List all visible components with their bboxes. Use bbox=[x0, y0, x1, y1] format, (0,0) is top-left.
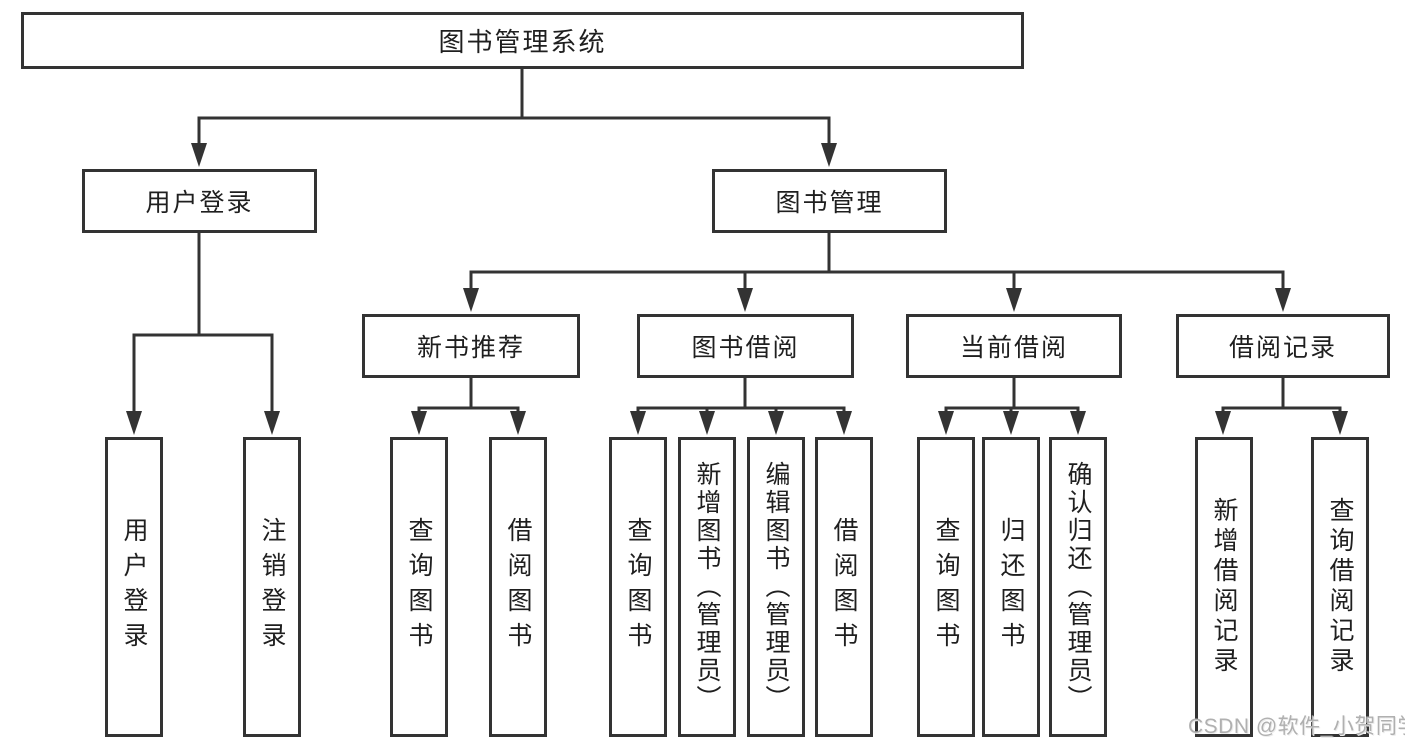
node-br-add-record: 新增借阅记录 bbox=[1195, 437, 1253, 737]
node-label: 图书管理系统 bbox=[438, 27, 607, 57]
node-label: 借阅记录 bbox=[1228, 334, 1337, 362]
arrow-icon bbox=[463, 288, 479, 312]
node-label: 借阅图书 bbox=[504, 517, 532, 657]
node-label: 查询图书 bbox=[932, 517, 960, 657]
node-label: 当前借阅 bbox=[959, 334, 1068, 362]
arrow-icon bbox=[191, 143, 207, 167]
node-label: 新书推荐 bbox=[416, 334, 525, 362]
connector-borrow-records-split bbox=[1221, 378, 1342, 414]
arrow-icon bbox=[821, 143, 837, 167]
node-label: 新增图书（管理员） bbox=[693, 461, 721, 713]
connector-book-borrow-split bbox=[636, 378, 846, 414]
connector-root-to-level2 bbox=[197, 69, 831, 145]
node-cb-return-books: 归还图书 bbox=[982, 437, 1040, 737]
node-borrow-records: 借阅记录 bbox=[1176, 314, 1390, 378]
node-label: 新增借阅记录 bbox=[1210, 497, 1238, 677]
node-book-borrow: 图书借阅 bbox=[637, 314, 854, 378]
connector-current-borrow-split bbox=[944, 378, 1080, 414]
node-label: 用户登录 bbox=[145, 189, 254, 217]
arrow-icon bbox=[768, 411, 784, 435]
arrow-icon bbox=[264, 411, 280, 435]
node-label: 用户登录 bbox=[120, 517, 148, 657]
arrow-icon bbox=[1003, 411, 1019, 435]
arrow-icon bbox=[1006, 288, 1022, 312]
node-label: 编辑图书（管理员） bbox=[762, 461, 790, 713]
arrow-icon bbox=[699, 411, 715, 435]
node-bb-borrow-books: 借阅图书 bbox=[815, 437, 873, 737]
connector-user-login-split bbox=[132, 233, 274, 413]
arrow-icon bbox=[1070, 411, 1086, 435]
node-label: 查询图书 bbox=[624, 517, 652, 657]
arrow-icon bbox=[510, 411, 526, 435]
node-cb-query-books: 查询图书 bbox=[917, 437, 975, 737]
node-bb-add-books: 新增图书（管理员） bbox=[678, 437, 736, 737]
node-label: 查询图书 bbox=[405, 517, 433, 657]
node-new-books: 新书推荐 bbox=[362, 314, 580, 378]
arrow-icon bbox=[938, 411, 954, 435]
arrow-icon bbox=[1275, 288, 1291, 312]
node-label: 图书管理 bbox=[775, 189, 884, 217]
arrow-icon bbox=[126, 411, 142, 435]
node-label: 确认归还（管理员） bbox=[1064, 461, 1092, 713]
node-book-mgmt: 图书管理 bbox=[712, 169, 947, 233]
node-label: 借阅图书 bbox=[830, 517, 858, 657]
arrow-icon bbox=[411, 411, 427, 435]
arrow-icon bbox=[836, 411, 852, 435]
node-label: 图书借阅 bbox=[691, 334, 800, 362]
node-bb-query-books: 查询图书 bbox=[609, 437, 667, 737]
node-cb-confirm-return: 确认归还（管理员） bbox=[1049, 437, 1107, 737]
node-nb-borrow-books: 借阅图书 bbox=[489, 437, 547, 737]
node-nb-query-books: 查询图书 bbox=[390, 437, 448, 737]
arrow-icon bbox=[1332, 411, 1348, 435]
node-user-login: 用户登录 bbox=[82, 169, 317, 233]
node-bb-edit-books: 编辑图书（管理员） bbox=[747, 437, 805, 737]
node-root: 图书管理系统 bbox=[21, 12, 1024, 69]
arrow-icon bbox=[737, 288, 753, 312]
arrowheads bbox=[126, 143, 1348, 435]
node-br-query-record: 查询借阅记录 bbox=[1311, 437, 1369, 737]
connector-book-mgmt-split bbox=[469, 233, 1285, 290]
csdn-watermark: CSDN @软件_小贺同学 bbox=[1188, 715, 1405, 738]
node-leaf-user-login: 用户登录 bbox=[105, 437, 163, 737]
connector-new-books-split bbox=[417, 378, 520, 414]
node-label: 归还图书 bbox=[997, 517, 1025, 657]
arrow-icon bbox=[1215, 411, 1231, 435]
node-label: 注销登录 bbox=[258, 517, 286, 657]
node-current-borrow: 当前借阅 bbox=[906, 314, 1122, 378]
node-leaf-logout: 注销登录 bbox=[243, 437, 301, 737]
node-label: 查询借阅记录 bbox=[1326, 497, 1354, 677]
arrow-icon bbox=[630, 411, 646, 435]
